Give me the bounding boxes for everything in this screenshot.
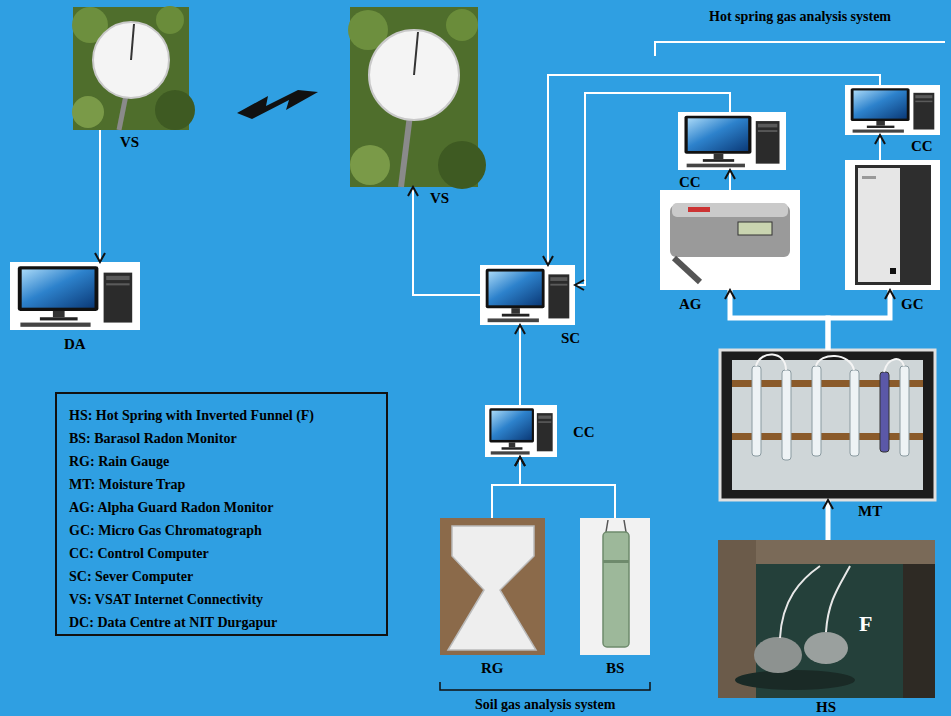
control-computer: CC: [678, 112, 786, 170]
group-label: Hot spring gas analysis system: [709, 9, 891, 25]
legend-entry: BS: Barasol Radon Monitor: [69, 427, 374, 450]
data-link: [413, 187, 480, 295]
legend-text: DC: Data Centre at NIT Durgapur: [69, 615, 277, 630]
label-holder: SC: [561, 330, 580, 346]
node-label: VS: [120, 134, 139, 150]
data-link: [879, 135, 881, 160]
label-holder: CC: [679, 174, 701, 190]
node-label: HS: [816, 699, 836, 715]
data-link: [520, 457, 615, 518]
label-holder: VS: [430, 190, 449, 206]
label-holder: Soil gas analysis system: [475, 697, 615, 713]
control-computer: CC: [485, 405, 557, 457]
vsat-dish: VS: [73, 7, 189, 130]
label-holder: CC: [573, 424, 595, 440]
legend-text: SC: Sever Computer: [69, 569, 193, 584]
legend-text: AG: Alpha Guard Radon Monitor: [69, 500, 274, 515]
radon-probe: BS: [580, 518, 650, 655]
node-label: CC: [911, 138, 933, 154]
data-centre-computer: DA: [10, 262, 140, 330]
label-holder: BS: [606, 660, 624, 676]
label-holder: AG: [679, 296, 702, 312]
gas-pipe: [826, 500, 831, 540]
label-holder: F: [859, 612, 872, 636]
node-label: GC: [901, 296, 924, 312]
legend-text: MT: Moisture Trap: [69, 477, 185, 492]
legend-entry: GC: Micro Gas Chromatograph: [69, 519, 374, 542]
node-label: RG: [481, 660, 504, 676]
node-label: AG: [679, 296, 702, 312]
gas-pipe: [730, 290, 828, 350]
node-label: MT: [858, 503, 882, 519]
vsat-dish: VS: [350, 7, 478, 187]
data-link: [519, 325, 521, 405]
moisture-trap: MT: [720, 350, 935, 500]
data-link: [492, 457, 520, 518]
legend-entry: HS: Hot Spring with Inverted Funnel (F): [69, 404, 374, 427]
label-holder: Hot spring gas analysis system: [709, 9, 891, 25]
data-link: [729, 170, 731, 190]
rain-gauge: RG: [440, 518, 545, 655]
legend-text: BS: Barasol Radon Monitor: [69, 431, 237, 446]
label-holder: GC: [901, 296, 924, 312]
node-label: BS: [606, 660, 624, 676]
legend-box: HS: Hot Spring with Inverted Funnel (F) B…: [55, 392, 388, 636]
data-link: [99, 130, 101, 262]
data-link: [575, 93, 730, 285]
legend-entry: SC: Sever Computer: [69, 565, 374, 588]
data-link: [548, 75, 880, 265]
node-label: DA: [64, 336, 86, 352]
gas-pipe: [828, 290, 890, 350]
server-computer: SC: [480, 265, 575, 325]
legend-entry: CC: Control Computer: [69, 542, 374, 565]
legend-entry: MT: Moisture Trap: [69, 473, 374, 496]
label-holder: DA: [64, 336, 86, 352]
hot-spring: FHS: [718, 540, 935, 698]
legend-entry: RG: Rain Gauge: [69, 450, 374, 473]
legend-text: CC: Control Computer: [69, 546, 209, 561]
label-holder: CC: [911, 138, 933, 154]
legend-text: RG: Rain Gauge: [69, 454, 169, 469]
legend-text: VS: VSAT Internet Connectivity: [69, 592, 263, 607]
label-holder: HS: [816, 699, 836, 715]
node-label: SC: [561, 330, 580, 346]
node-label: CC: [679, 174, 701, 190]
node-label: CC: [573, 424, 595, 440]
legend-entry: DC: Data Centre at NIT Durgapur: [69, 611, 374, 634]
control-computer: CC: [845, 85, 940, 135]
legend-entry: VS: VSAT Internet Connectivity: [69, 588, 374, 611]
funnel-label: F: [859, 612, 872, 636]
radon-monitor: AG: [660, 190, 800, 290]
legend-entry: AG: Alpha Guard Radon Monitor: [69, 496, 374, 519]
legend-text: GC: Micro Gas Chromatograph: [69, 523, 262, 538]
label-holder: VS: [120, 134, 139, 150]
gas-chromatograph: GC: [845, 160, 940, 290]
node-label: VS: [430, 190, 449, 206]
label-holder: RG: [481, 660, 504, 676]
legend-text: HS: Hot Spring with Inverted Funnel (F): [69, 408, 314, 423]
label-holder: MT: [858, 503, 882, 519]
group-label: Soil gas analysis system: [475, 697, 615, 713]
